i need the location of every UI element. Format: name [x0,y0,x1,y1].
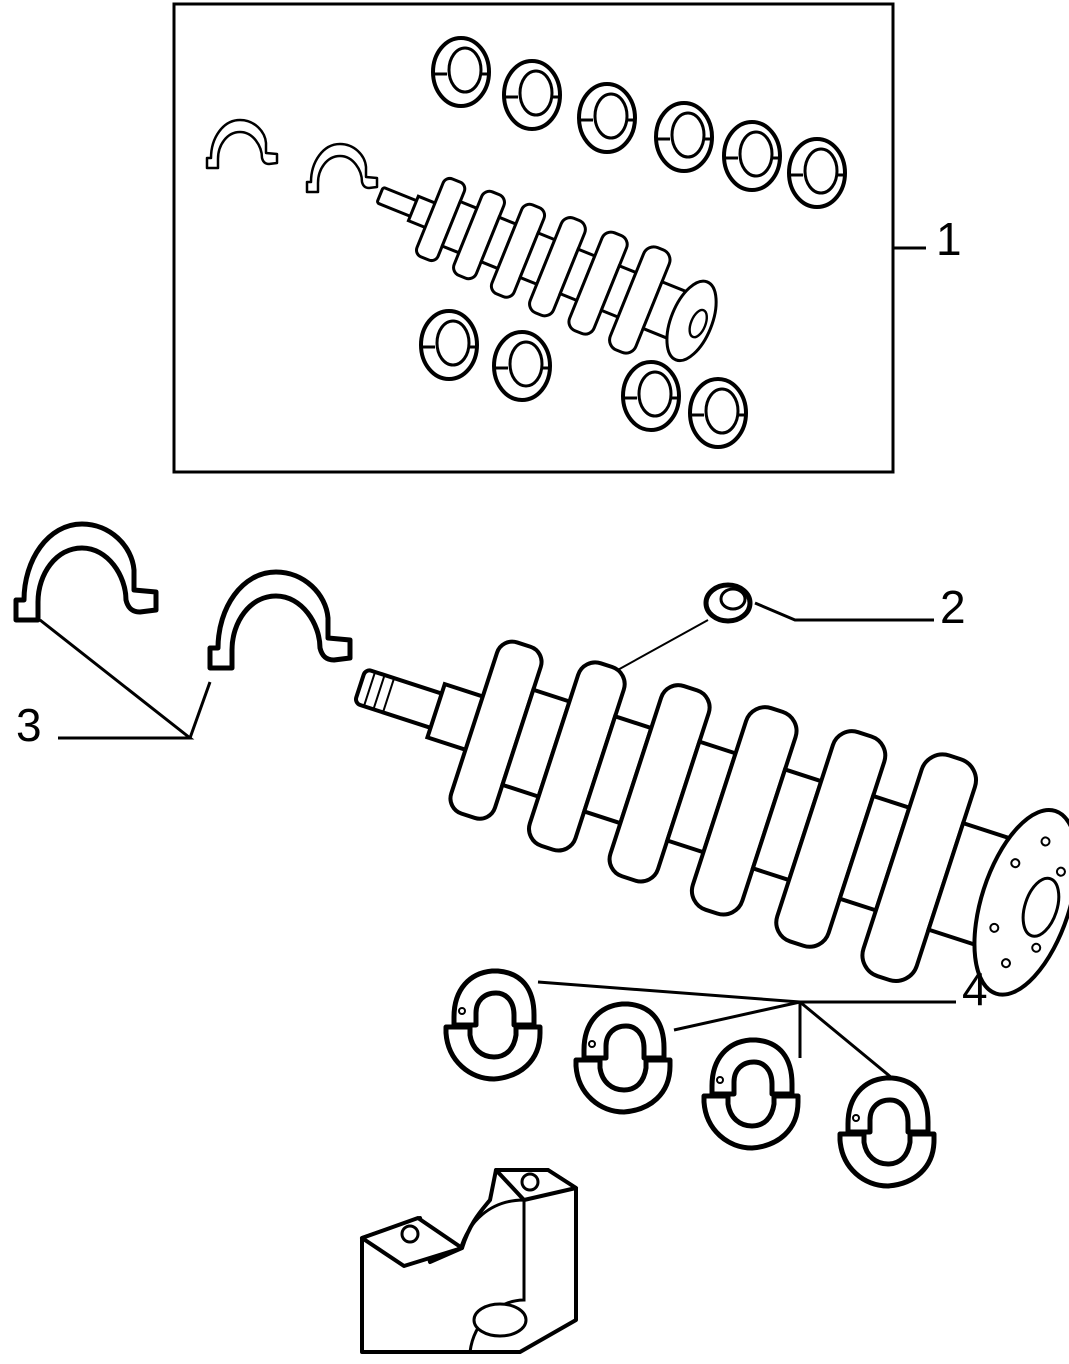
callout-thrust-washers: 3 [16,699,42,751]
washer-leader-line [39,618,195,740]
callout-bearing-shells: 4 [962,963,988,1015]
kit-crankshaft [376,176,718,363]
kit-bearing-ring [577,82,637,154]
kit-bearing-ring [502,59,562,131]
kit-bearing-ring [492,330,552,402]
bearing-shell [704,1040,798,1148]
kit-bearing-ring [722,120,782,192]
bearing-shell [840,1078,934,1186]
kit-thrust-washer [205,118,279,170]
kit-bearing-ring [621,360,681,432]
plug-leader-line [754,601,934,622]
thrust-washer [210,572,350,668]
plug-part [703,582,753,624]
kit-bearing-ring [654,101,714,173]
kit-frame [172,2,895,474]
bearing-shell [576,1004,670,1112]
crankshaft [353,639,1069,997]
kit-bearing-ring [419,309,479,381]
kit-bearing-ring [431,36,491,108]
shell-leader-line [673,1000,801,1032]
bearing-cap [360,1168,578,1354]
shell-leader-line [799,1000,893,1080]
bearing-shell [446,971,540,1079]
thrust-washer [16,524,156,620]
kit-bearing-ring [787,137,847,209]
washer-leader-line [188,681,212,739]
kit-bearing-ring [688,377,748,449]
callout-kit: 1 [936,213,962,265]
callout-plug: 2 [940,581,966,633]
kit-thrust-washer [305,142,379,194]
shell-leader-line [537,980,956,1004]
